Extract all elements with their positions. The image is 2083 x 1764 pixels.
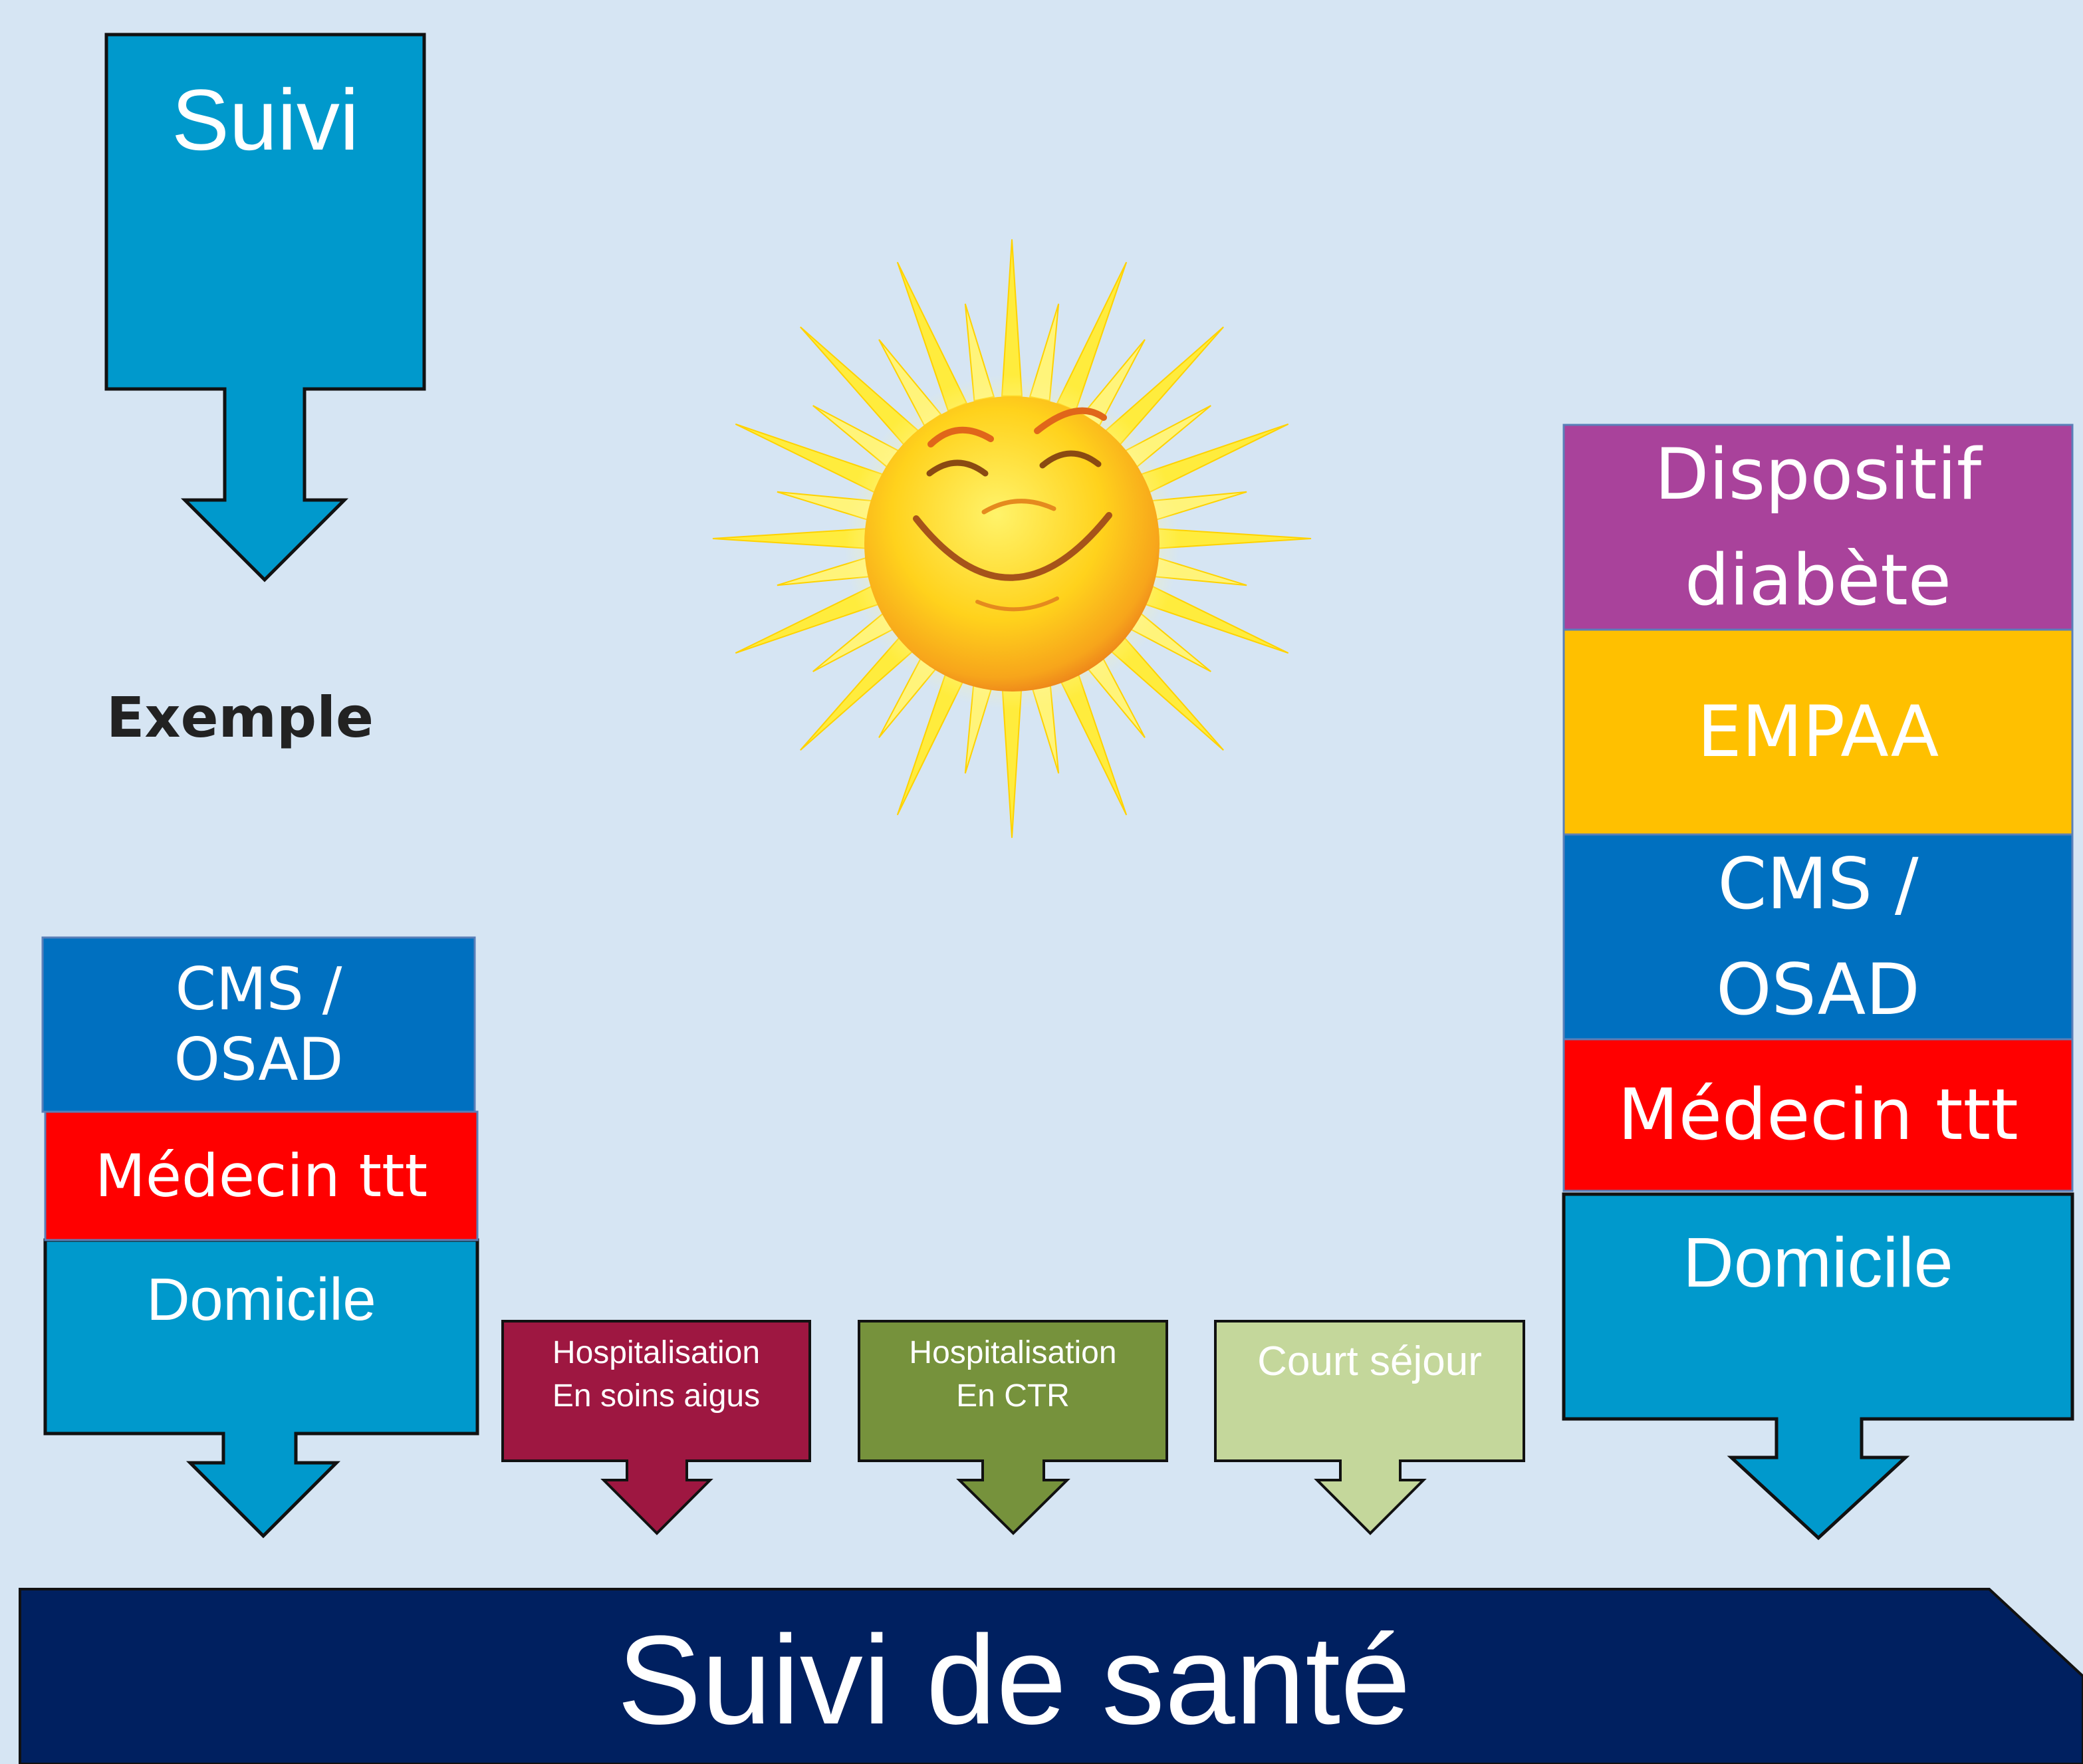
left-medecin-label: Médecin ttt bbox=[94, 1141, 428, 1210]
hosp-aigus-arrow bbox=[501, 1320, 811, 1535]
sun-ray bbox=[1001, 239, 1023, 397]
left-medecin-box bbox=[44, 1110, 479, 1241]
right-medecin-label: Médecin ttt bbox=[1618, 1074, 2019, 1156]
sun-icon bbox=[712, 239, 1312, 838]
left-domicile-label: Domicile bbox=[146, 1267, 376, 1333]
right-dispositif-box bbox=[1562, 424, 2074, 631]
court-sejour-label: Court séjour bbox=[1257, 1338, 1482, 1384]
timeline-label: Suivi de santé bbox=[617, 1609, 1411, 1751]
right-domicile-label: Domicile bbox=[1683, 1223, 1953, 1303]
right-empaa-label: EMPAA bbox=[1697, 691, 1939, 773]
legend-arrow bbox=[104, 33, 426, 582]
left-cms-osad-label: CMS / OSAD bbox=[174, 955, 344, 1094]
hosp-ctr-label: Hospitalisation En CTR bbox=[909, 1335, 1117, 1414]
right-domicile-arrow bbox=[1562, 1192, 2074, 1541]
left-cms-osad-box bbox=[41, 936, 476, 1113]
timeline-arrow bbox=[19, 1588, 2083, 1764]
hosp-ctr-arrow bbox=[858, 1320, 1168, 1535]
legend-title: Suivi bbox=[172, 71, 359, 168]
right-cms-osad-label: CMS / OSAD bbox=[1716, 843, 1920, 1031]
hosp-aigus-label: Hospitalisation En soins aigus bbox=[552, 1335, 761, 1414]
legend-caption: Exemple bbox=[106, 685, 374, 750]
right-empaa-box bbox=[1562, 628, 2074, 836]
court-sejour-arrow bbox=[1214, 1320, 1525, 1535]
right-dispositif-label: Dispositif diabète bbox=[1654, 434, 1982, 621]
left-domicile-arrow bbox=[43, 1238, 479, 1539]
